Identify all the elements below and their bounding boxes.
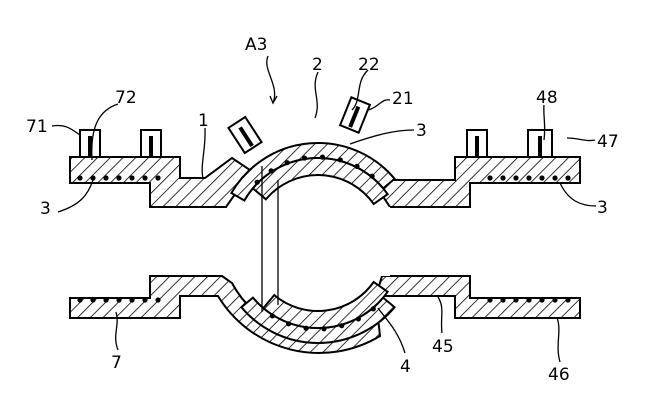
leader-47 (567, 138, 595, 141)
ball-bore (278, 207, 390, 276)
wire-dot (303, 326, 308, 331)
leader-48 (544, 105, 545, 140)
label-7: 7 (111, 353, 122, 373)
wire-dot (90, 175, 95, 180)
wire-dot (539, 297, 544, 302)
wire-dot (487, 297, 492, 302)
wire-dot (500, 297, 505, 302)
terminal-right-1 (467, 130, 487, 157)
wire-dot (552, 175, 557, 180)
wire-dot (354, 164, 359, 169)
terminal-ball-left (228, 117, 261, 153)
label-45: 45 (432, 337, 454, 357)
leader-45 (438, 297, 442, 333)
left-socket-top-wall (70, 157, 250, 207)
label-47: 47 (597, 132, 619, 152)
wire-dot (129, 297, 134, 302)
wire-dot (356, 316, 361, 321)
leader-46 (557, 318, 560, 362)
wire-dot (77, 297, 82, 302)
wire-dot (339, 323, 344, 328)
wire-dot (103, 297, 108, 302)
wire-dot (269, 168, 274, 173)
right-socket-bottom-wall (376, 276, 580, 318)
wire-dot (513, 297, 518, 302)
leader-a3 (267, 56, 275, 103)
label-3-top: 3 (416, 121, 427, 141)
label-72: 72 (115, 88, 137, 108)
wire-dot (565, 175, 570, 180)
label-71: 71 (26, 117, 48, 137)
leader-3-right (560, 183, 596, 206)
wire-dot (77, 175, 82, 180)
terminal-47 (528, 130, 552, 157)
ball-and-housing (231, 143, 394, 343)
wire-dot (338, 157, 343, 162)
wire-dot (320, 155, 325, 160)
label-1: 1 (198, 111, 209, 131)
label-21: 21 (392, 89, 414, 109)
wire-dot (500, 175, 505, 180)
label-48: 48 (536, 88, 558, 108)
leader-2 (315, 72, 318, 118)
wire-dot (371, 306, 376, 311)
leader-3-left (58, 180, 93, 212)
wire-dot (103, 175, 108, 180)
wire-dot (285, 160, 290, 165)
label-a3: A3 (245, 35, 267, 55)
wire-dot (90, 297, 95, 302)
wire-dot (513, 175, 518, 180)
terminal-21 (340, 97, 370, 132)
wire-dot (270, 313, 275, 318)
label-3-left: 3 (40, 199, 51, 219)
wire-dot (286, 321, 291, 326)
wire-dot (526, 297, 531, 302)
leader-71 (52, 125, 80, 135)
wire-dot (370, 174, 375, 179)
wire-dot (487, 175, 492, 180)
wire-dot (552, 297, 557, 302)
leader-21 (368, 100, 390, 110)
wire-dot (129, 175, 134, 180)
wire-dot (302, 155, 307, 160)
wire-dot (142, 175, 147, 180)
label-4: 4 (400, 357, 411, 377)
wire-dot (142, 297, 147, 302)
wire-dot (565, 297, 570, 302)
wire-dot (155, 297, 160, 302)
wire-dot (155, 175, 160, 180)
label-22: 22 (358, 55, 380, 75)
wire-dot (116, 175, 121, 180)
leader-1 (202, 128, 205, 178)
terminal-71 (80, 130, 100, 157)
wire-dot (321, 326, 326, 331)
wire-dot (539, 175, 544, 180)
wire-dot (116, 297, 121, 302)
label-2: 2 (312, 55, 323, 75)
label-46: 46 (548, 365, 570, 385)
right-socket-top-wall (372, 157, 580, 207)
wire-dot (255, 180, 260, 185)
wire-dot (526, 175, 531, 180)
terminal-left-2 (141, 130, 161, 157)
label-3-right: 3 (597, 198, 608, 218)
